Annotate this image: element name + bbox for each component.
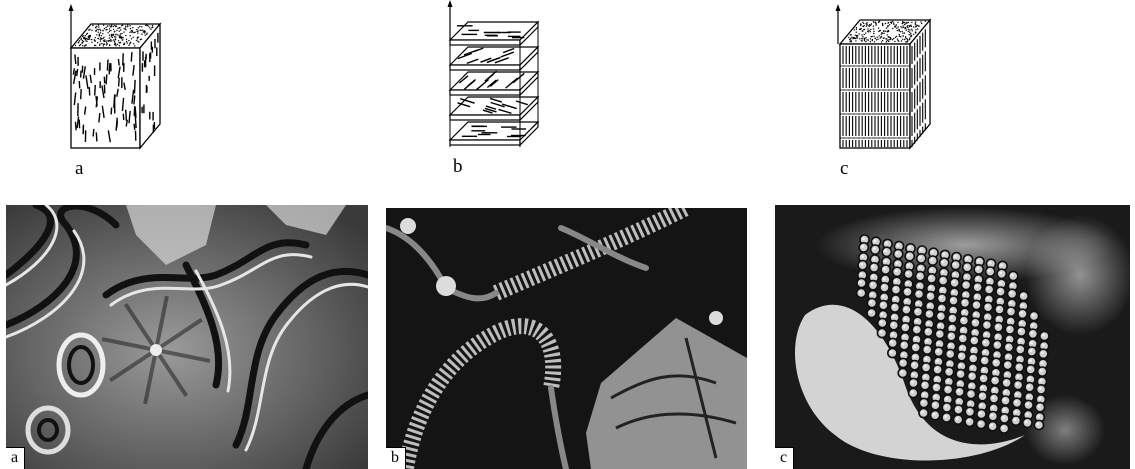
- diagram-c-smectic: [826, 4, 946, 154]
- micrograph-b-threads: b: [386, 208, 747, 469]
- micrograph-c-lattice: c: [775, 205, 1130, 469]
- diagram-a-label: a: [75, 159, 83, 178]
- diagram-b-label: b: [453, 157, 463, 176]
- micrograph-a-label: a: [6, 447, 25, 469]
- diagram-a-nematic: [62, 4, 172, 154]
- micrograph-a-schlieren: a: [6, 205, 368, 469]
- diagram-c-label: c: [840, 159, 848, 178]
- diagram-b-cholesteric: [440, 0, 570, 155]
- micrograph-c-label: c: [775, 447, 794, 469]
- micrograph-b-label: b: [386, 447, 406, 469]
